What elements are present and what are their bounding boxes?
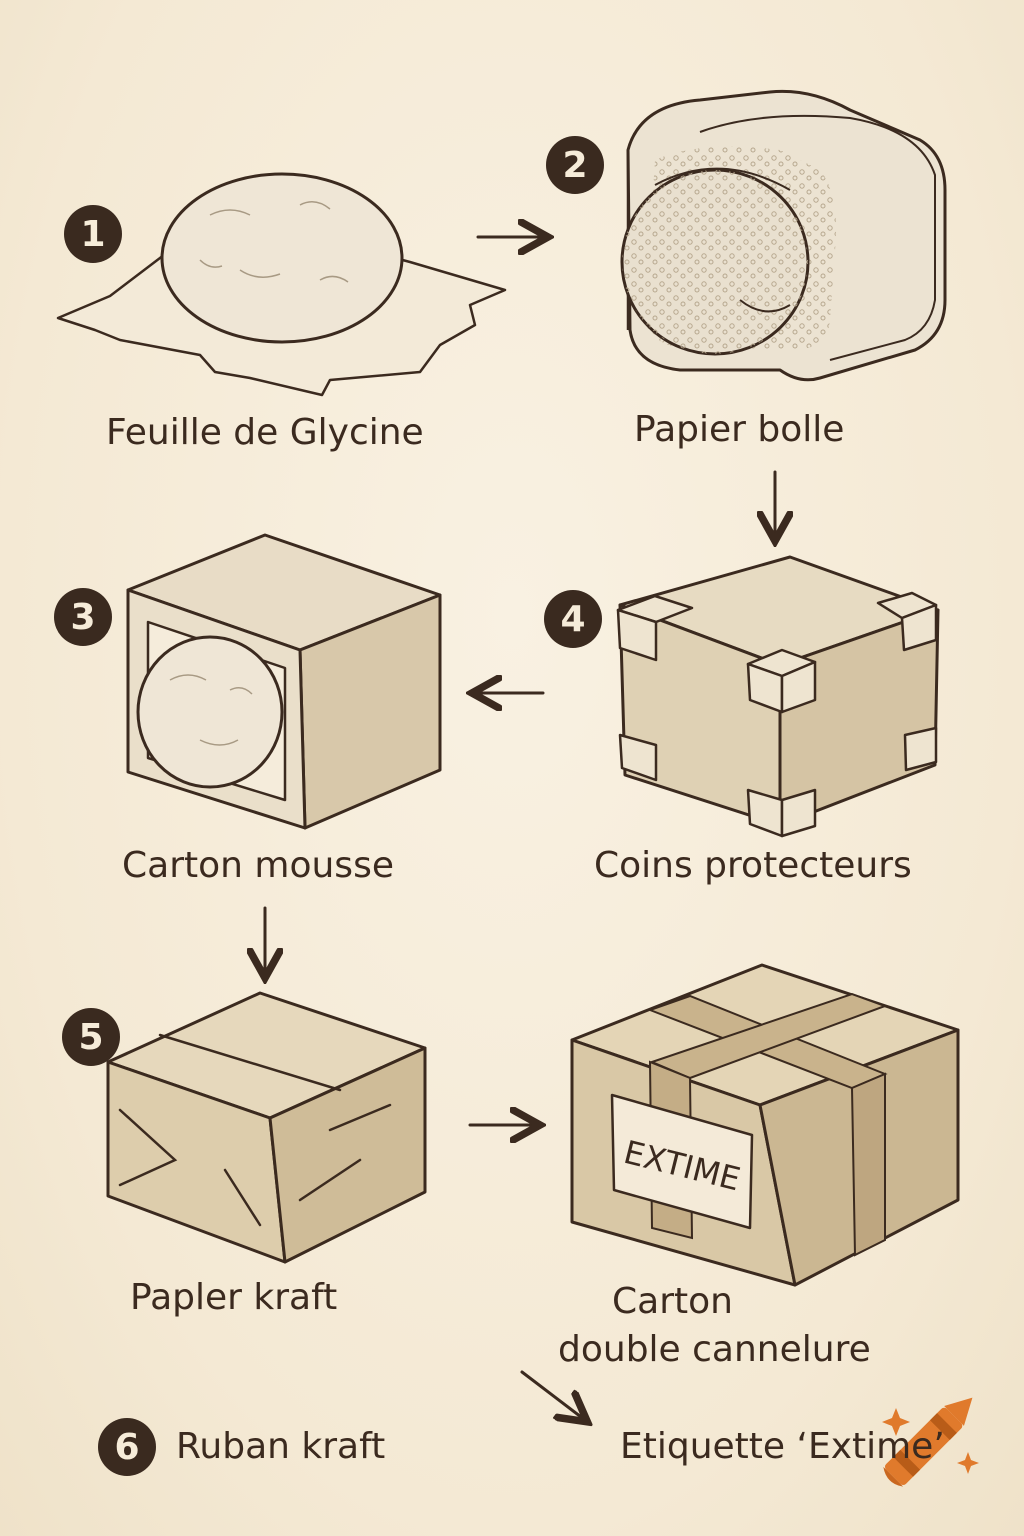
flow-arrows: [265, 237, 775, 1420]
step-label-3: Carton mousse: [122, 845, 394, 886]
step-label-1: Feuille de Glycine: [106, 412, 424, 453]
step4-illustration: [616, 555, 940, 838]
final-box-illustration: EXTIME: [570, 963, 960, 1287]
step-badge-5: 5: [62, 1008, 120, 1066]
step-label-5: Papler kraft: [130, 1277, 338, 1318]
step-badge-3: 3: [54, 588, 112, 646]
step3-illustration: [126, 533, 442, 830]
sparkle-icon: [882, 1408, 979, 1474]
step-label-2: Papier bolle: [634, 409, 845, 450]
step-label-4: Coins protecteurs: [594, 845, 912, 886]
arrow-to-label: [520, 1370, 585, 1420]
final-note-label: Etiquette ‘Extime’: [620, 1426, 945, 1467]
crayon-logo: [883, 1397, 973, 1487]
step2-illustration: [620, 89, 947, 382]
final-box-label-line1: Carton: [612, 1281, 733, 1322]
step5-illustration: [106, 991, 427, 1264]
final-box-label-line2: double cannelure: [558, 1329, 871, 1370]
step-label-6: Ruban kraft: [176, 1426, 386, 1467]
step1-illustration: [56, 172, 507, 397]
step-badge-2: 2: [546, 136, 604, 194]
step-badge-6: 6: [98, 1418, 156, 1476]
step-badge-1: 1: [64, 205, 122, 263]
step-badge-4: 4: [544, 590, 602, 648]
